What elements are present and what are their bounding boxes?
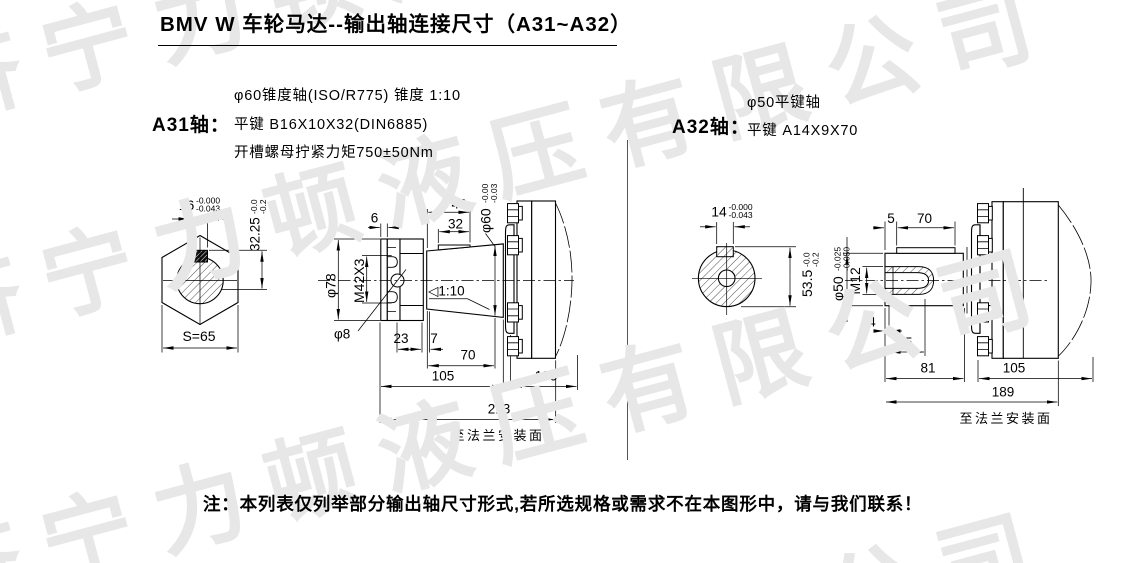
a31-label: A31轴： (152, 115, 230, 136)
a32-key (896, 247, 956, 254)
footer-note: 注：本列表仅列举部分输出轴尺寸形式,若所选规格或需求不在本图形中，请与我们联系！ (203, 494, 923, 514)
a31-dim-keyway-len: 40 (451, 197, 466, 212)
a31-dim-taper-len: 70 (460, 348, 475, 363)
a32-dim-relief: 4 (868, 315, 876, 330)
a31-spec-2: 平键 B16X10X32(DIN6885) (234, 117, 429, 133)
a31-front-view (161, 213, 267, 353)
section-divider (627, 140, 628, 460)
a31-washer (380, 238, 388, 322)
a32-dim-keyway-depth: 53.5 (799, 270, 815, 297)
a32-dim-key-offset: 5 (887, 211, 895, 226)
a32-flange-face-label: 至法兰安装面 (959, 411, 1052, 426)
a31-dim-taper: ◁1:10 (428, 284, 465, 299)
a31-dim-key-len: 32 (448, 217, 463, 232)
a32-spec-2: 平键 A14X9X70 (747, 123, 859, 139)
a32-side-view (843, 188, 1094, 406)
a31-dim-shaft-dia: φ60 (478, 208, 494, 233)
a32-spec-1: φ50平键轴 (747, 95, 821, 111)
a32-dim-shaft-dia: φ50 (830, 276, 846, 301)
title-underline (158, 45, 617, 46)
a31-flange-bolts (507, 203, 523, 357)
a32-dim-shaft-dia-tol-u: -0.025 (833, 247, 843, 271)
a31-spec-1: φ60锥度轴(ISO/R775) 锥度 1:10 (234, 88, 461, 104)
a31-dim-keyway-width: 16 (179, 197, 195, 213)
a32-keyway-section (716, 246, 734, 258)
a31-dim-shaft-dia-tol-u: -0.00 (480, 183, 490, 203)
a32-dim-shaft-dia-tol-l: -0.050 (842, 247, 852, 271)
a32-dim-shaft-len: 81 (920, 361, 935, 376)
a31-dim-len-b: 105 (535, 369, 558, 384)
a31-dim-nut-width: 23 (393, 331, 408, 346)
a32-dim-keyway-depth-tol-l: -0.2 (811, 252, 821, 267)
a31-dim-relief: 7 (430, 331, 438, 346)
a31-dim-pin-hole: φ8 (334, 327, 350, 342)
a32-flange-bolts (977, 203, 993, 357)
a32-label: A32轴： (672, 117, 750, 138)
page-title: BMV W 车轮马达--输出轴连接尺寸（A31~A32） (160, 13, 632, 36)
a31-dim-keyway-depth: 32.25 (248, 217, 263, 251)
a31-front-dim-text: 16 -0.000 -0.043 32.25 -0.0 -0.2 S=65 (179, 196, 268, 345)
a31-side-view (318, 200, 578, 423)
a31-dim-across-flats: S=65 (182, 328, 215, 344)
a32-front-dim-text: 14 -0.000 -0.043 53.5 -0.0 -0.2 (711, 202, 820, 297)
a32-dim-total-len: 189 (992, 385, 1015, 400)
a32-dim-keyway-width-tol-l: -0.043 (729, 210, 753, 220)
a32-front-view (692, 222, 796, 315)
a31-dim-shaft-dia-tol-l: -0.03 (489, 183, 499, 203)
a31-dim-len-a: 105 (432, 369, 455, 384)
a31-dim-thread: M42X3 (351, 258, 367, 303)
a31-flange-face-label: 至法兰安装面 (451, 428, 544, 443)
a32-dim-key-len: 70 (917, 211, 932, 226)
a32-dim-thread: M12 (847, 267, 863, 294)
a31-side-dim-text: 6 φ78 M42X3 φ8 40 32 φ60 -0.00 -0.03 ◁1:… (323, 183, 558, 443)
a32-dim-body-len: 105 (1003, 361, 1026, 376)
a32-side-dim-text: 5 70 φ50 -0.025 -0.050 M12 4 25 81 105 1… (830, 211, 1052, 426)
a31-dim-washer: 6 (371, 211, 379, 226)
a31-dim-keyway-depth-tol-l: -0.2 (258, 199, 268, 214)
a32-dim-keyway-width-tol-u: -0.000 (729, 202, 753, 212)
a31-dim-keyway-depth-tol-u: -0.0 (249, 199, 259, 214)
a32-dim-keyway-width: 14 (711, 204, 727, 220)
a31-dim-keyway-width-tol-u: -0.000 (196, 196, 220, 206)
a31-dim-total-len: 213 (488, 402, 511, 417)
a31-spec-3: 开槽螺母拧紧力矩750±50Nm (234, 145, 434, 161)
a32-dim-thread-len: 25 (897, 335, 912, 350)
a32-dim-keyway-depth-tol-u: -0.0 (802, 252, 812, 267)
a31-key (437, 244, 471, 251)
a31-keyway-section (189, 249, 208, 263)
a31-dim-nut-od: φ78 (323, 273, 339, 298)
a31-dim-keyway-width-tol-l: -0.043 (196, 204, 220, 214)
